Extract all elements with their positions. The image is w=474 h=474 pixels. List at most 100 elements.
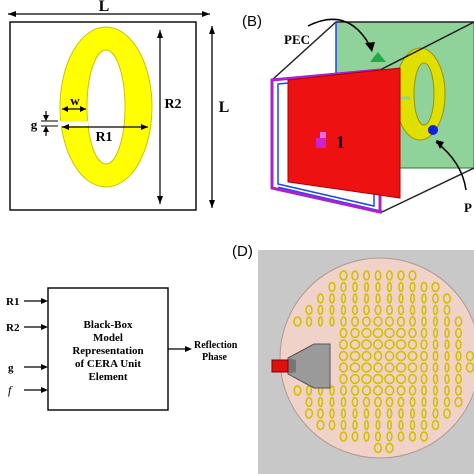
array-ring-element (409, 408, 416, 419)
array-ring-element (352, 408, 358, 419)
array-ring-element (420, 281, 428, 293)
array-ring-element (293, 385, 302, 396)
box-top-right-edge (379, 21, 474, 71)
array-ring-element (421, 396, 427, 408)
panel-b-simulation-setup: (B) 1 PEC P (240, 0, 474, 230)
arrow-right (202, 11, 210, 17)
array-ring-element (432, 396, 439, 408)
array-ring-element (339, 373, 348, 385)
yellow-ring (59, 26, 153, 188)
array-ring-element (305, 316, 313, 327)
array-ring-element (432, 350, 439, 362)
array-ring-element (352, 419, 358, 431)
box-line-3: Representation (72, 345, 143, 357)
array-ring-element (420, 327, 428, 339)
array-ring-element (329, 316, 335, 327)
r1-arrow-left (62, 124, 69, 130)
array-ring-element (340, 385, 348, 396)
arrow-up (209, 26, 215, 34)
array-ring-element (432, 316, 439, 327)
array-ring-element (372, 339, 384, 350)
array-ring-element (443, 396, 451, 408)
array-ring-element (408, 431, 417, 442)
array-ring-element (329, 304, 335, 316)
simulation-box-diagram: (B) 1 PEC P (242, 13, 474, 215)
panel-d-reflectarray: (D) (232, 236, 474, 474)
port-1-marker-top (320, 132, 326, 138)
array-ring-element (397, 431, 405, 442)
array-ring-element (454, 385, 463, 396)
array-ring-element (420, 419, 428, 431)
array-ring-element (361, 327, 372, 339)
array-ring-element (373, 385, 384, 396)
array-ring-element (432, 385, 439, 396)
array-ring-element (372, 373, 384, 385)
input-r2-arrowhead (41, 324, 48, 330)
array-ring-element (432, 408, 439, 419)
array-ring-element (432, 327, 439, 339)
array-ring-element (338, 362, 349, 373)
input-r1-arrowhead (41, 298, 48, 304)
array-ring-element (444, 316, 451, 327)
r2-arrow-up (157, 30, 163, 38)
array-ring-element (340, 304, 347, 316)
array-ring-element (351, 316, 360, 327)
array-ring-element (349, 362, 361, 373)
array-ring-element (375, 419, 381, 431)
g-arrowhead-bottom (43, 126, 49, 132)
array-ring-element (409, 419, 416, 431)
array-ring-element (395, 362, 407, 373)
array-ring-element (373, 350, 383, 362)
array-ring-element (329, 293, 336, 304)
array-ring-element (329, 396, 335, 408)
array-ring-element (419, 431, 429, 442)
array-ring-element (317, 408, 324, 419)
array-ring-element (421, 316, 427, 327)
array-ring-element (340, 293, 347, 304)
unit-cell-diagram: L L w g R1 R2 (8, 0, 229, 211)
array-ring-element (352, 281, 358, 293)
array-ring-element (375, 281, 381, 293)
array-ring-element (395, 339, 407, 350)
array-ring-element (317, 304, 324, 316)
p-arrowhead (436, 140, 444, 149)
panel-c-black-box-model: R1 R2 g f Black-Box Model Representation… (0, 240, 258, 474)
box-line-1: Black-Box (84, 319, 133, 331)
array-ring-element (361, 350, 372, 362)
array-ring-element (384, 339, 395, 350)
array-ring-element (432, 293, 439, 304)
red-wall (287, 67, 401, 199)
array-ring-element (386, 293, 393, 304)
array-ring-element (386, 304, 394, 316)
r1-arrow-right (141, 124, 148, 130)
array-ring-element (444, 362, 450, 373)
array-ring-element (408, 327, 417, 339)
array-ring-element (409, 396, 416, 408)
array-ring-element (407, 339, 418, 350)
array-ring-element (444, 373, 450, 385)
array-ring-element (350, 327, 360, 339)
array-ring-element (408, 385, 417, 396)
array-ring-element (374, 396, 383, 408)
array-ring-element (351, 304, 359, 316)
array-ring-element (396, 385, 406, 396)
array-ring-element (386, 270, 394, 281)
array-ring-element (398, 281, 404, 293)
array-ring-element (395, 373, 407, 385)
array-ring-element (455, 373, 462, 385)
array-ring-element (408, 270, 417, 281)
array-ring-element (455, 339, 462, 350)
input-g-arrowhead (41, 364, 48, 370)
array-ring-element (386, 281, 393, 293)
array-ring-element (351, 270, 359, 281)
black-box (47, 287, 169, 411)
array-ring-element (305, 385, 313, 396)
input-f-label: f (8, 383, 13, 397)
r2-label: R2 (164, 97, 181, 112)
array-ring-element (361, 362, 372, 373)
array-ring-element (442, 293, 452, 304)
array-ring-element (398, 408, 404, 419)
unit-cell-border (9, 21, 197, 211)
array-ring-element (374, 270, 382, 281)
array-ring-element (420, 339, 428, 350)
